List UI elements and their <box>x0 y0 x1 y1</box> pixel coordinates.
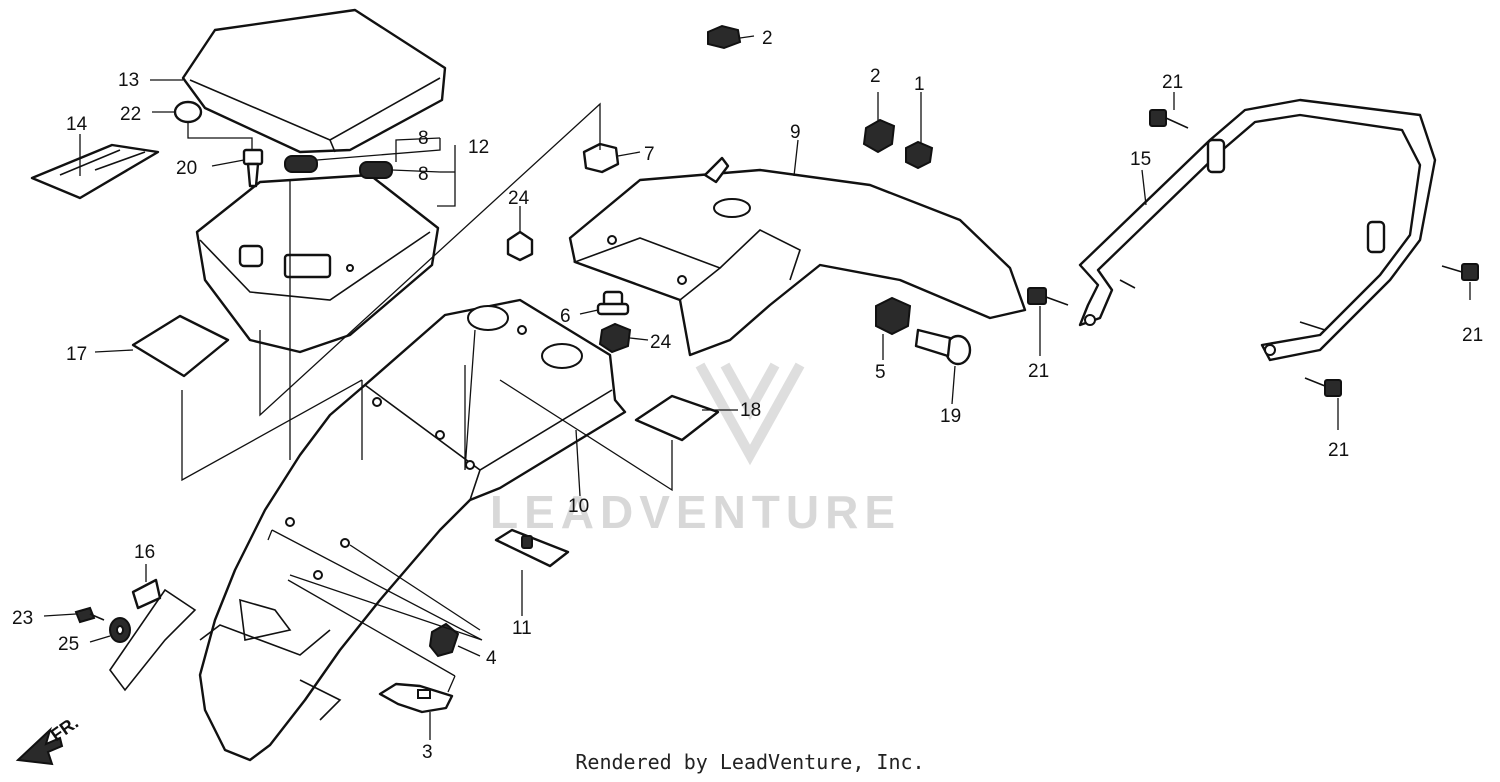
pad-17 <box>131 314 230 378</box>
callout-16: 16 <box>134 542 155 563</box>
watermark: LEADVENTURE <box>490 362 901 538</box>
callout-5: 5 <box>875 362 886 383</box>
watermark-text: LEADVENTURE <box>490 486 901 538</box>
callout-14: 14 <box>66 114 88 135</box>
callout-21c: 21 <box>1462 325 1483 346</box>
callout-8a: 8 <box>418 128 429 149</box>
callout-4: 4 <box>486 648 497 669</box>
grommet-8b <box>359 161 393 179</box>
nut-4 <box>428 622 460 658</box>
grommet-8a <box>284 155 318 173</box>
callout-7: 7 <box>644 144 655 165</box>
collar-6 <box>596 290 630 316</box>
bolt-21a <box>1027 287 1069 306</box>
rear-fender <box>568 156 1027 357</box>
grommet-5 <box>875 296 912 336</box>
clip-11 <box>494 528 570 568</box>
callout-24b: 24 <box>650 332 672 353</box>
callout-3: 3 <box>422 742 433 763</box>
callout-24a: 24 <box>508 188 530 209</box>
footer-credit: Rendered by LeadVenture, Inc. <box>575 750 925 774</box>
callout-21a: 21 <box>1028 361 1049 382</box>
callout-19: 19 <box>940 406 961 427</box>
grommet-7 <box>582 142 620 174</box>
callout-21b: 21 <box>1162 72 1183 93</box>
callout-15: 15 <box>1130 149 1151 170</box>
bolt-19 <box>914 328 972 366</box>
nut-24a <box>506 230 534 262</box>
grab-rail <box>1078 98 1437 362</box>
callout-12: 12 <box>468 137 489 158</box>
washer-25 <box>109 617 131 643</box>
explode-lines <box>181 102 673 693</box>
seat-box <box>195 173 440 354</box>
callout-23: 23 <box>12 608 33 629</box>
callout-2b: 2 <box>870 66 881 87</box>
battery-strap <box>30 143 160 200</box>
watermark-logo <box>695 362 805 466</box>
bolt-21c <box>1441 263 1479 281</box>
callout-17: 17 <box>66 344 87 365</box>
callout-8b: 8 <box>418 164 429 185</box>
front-arrow-icon <box>15 726 64 766</box>
grommet-2b <box>862 118 896 154</box>
callout-21d: 21 <box>1328 440 1349 461</box>
callout-2a: 2 <box>762 28 773 49</box>
callout-numbers: 1 2 2 3 4 5 6 7 8 8 9 10 11 12 13 14 15 … <box>12 28 1483 763</box>
cap-22 <box>173 100 203 124</box>
grommet-1 <box>905 140 934 170</box>
pad-18 <box>634 394 720 442</box>
seat-box-cover <box>181 8 447 154</box>
callout-6: 6 <box>560 306 571 327</box>
inner-fender <box>109 298 627 762</box>
bolt-21b <box>1149 109 1189 129</box>
screw-23 <box>74 606 105 624</box>
bolt-21d <box>1304 377 1342 397</box>
callout-18: 18 <box>740 400 761 421</box>
callout-22: 22 <box>120 104 141 125</box>
callout-11: 11 <box>512 618 532 639</box>
grommet-2a <box>707 24 742 50</box>
callout-13: 13 <box>118 70 139 91</box>
nut-24b <box>598 322 632 354</box>
callout-9: 9 <box>790 122 801 143</box>
bolt-20 <box>242 148 264 188</box>
callout-20: 20 <box>176 158 197 179</box>
bracket-3 <box>378 682 454 714</box>
callout-10: 10 <box>568 496 589 517</box>
leader-lines <box>43 35 1471 740</box>
callout-1: 1 <box>914 74 925 95</box>
callout-25: 25 <box>58 634 79 655</box>
plate-16 <box>131 578 162 610</box>
